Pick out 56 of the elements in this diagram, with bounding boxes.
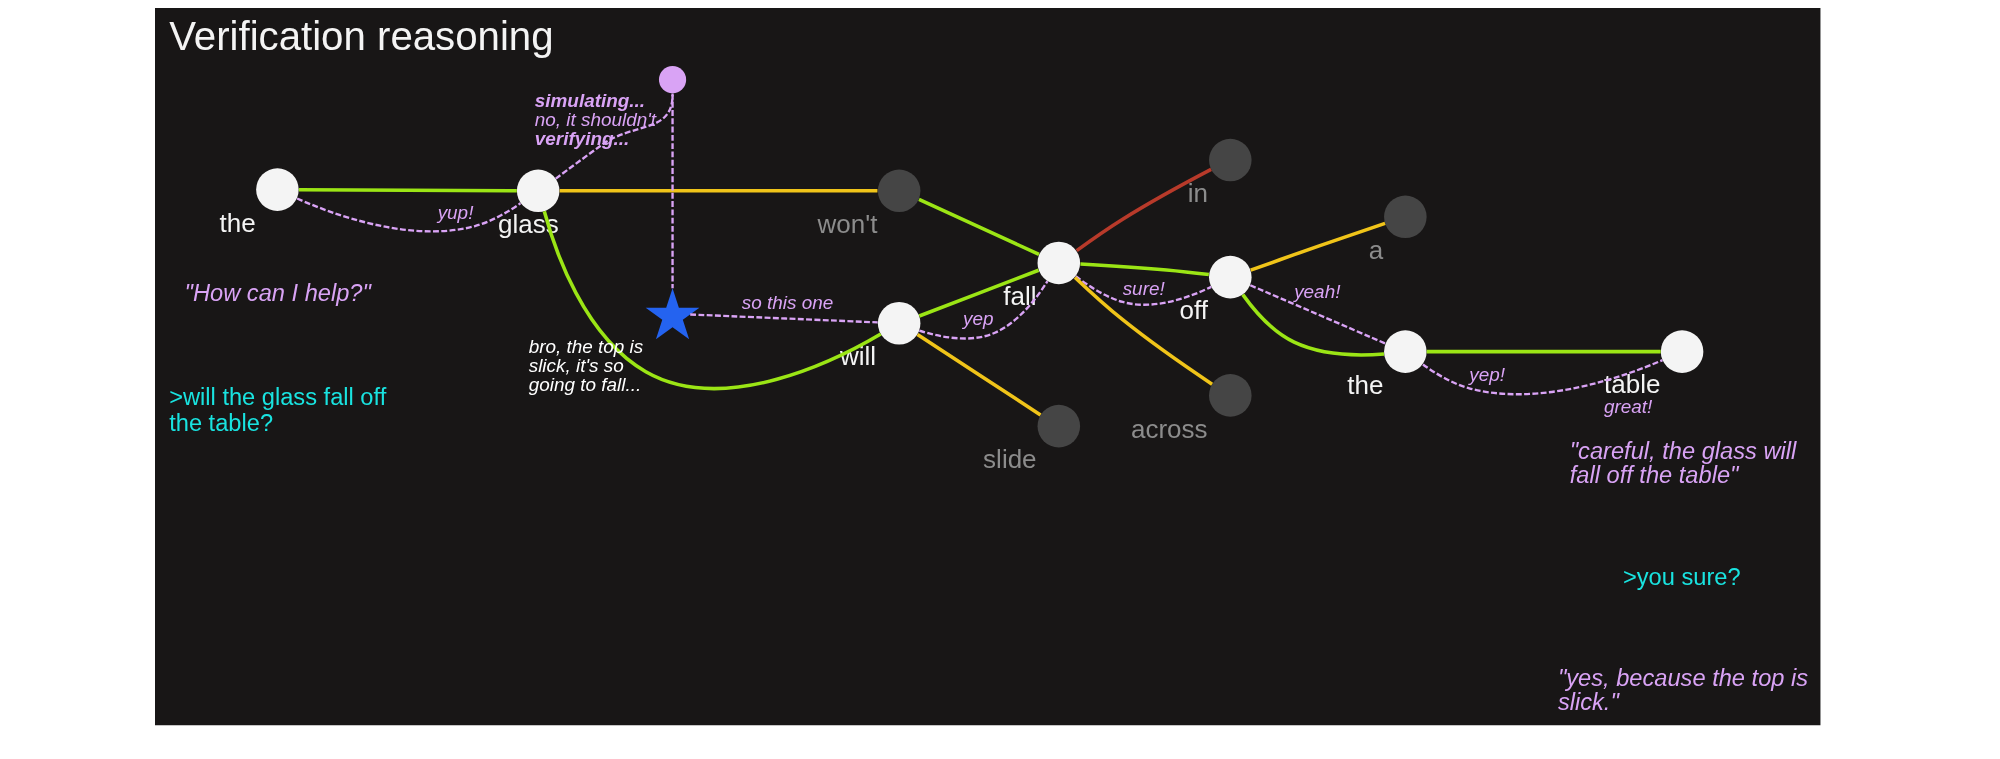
node-circle <box>877 169 920 213</box>
connector <box>918 280 1048 340</box>
edge-label: so this one <box>741 291 833 313</box>
node-circle <box>1383 330 1427 373</box>
connector <box>1249 221 1386 272</box>
node-circle <box>255 168 299 211</box>
node-label: off <box>1178 295 1208 326</box>
label: >you sure? <box>1622 563 1741 590</box>
connector <box>1075 167 1212 252</box>
node-label: the <box>218 207 256 238</box>
node-circle <box>1037 241 1080 285</box>
label: "How can I help?" <box>184 279 371 306</box>
node-label: a <box>1368 234 1383 265</box>
connector <box>1240 293 1384 357</box>
node-label: across <box>1130 413 1208 444</box>
diagram-title: Verification reasoning <box>168 13 554 59</box>
connector <box>1249 284 1386 345</box>
connector <box>1426 349 1661 354</box>
edge-label: sure! <box>1122 277 1165 299</box>
node-circle <box>1037 404 1080 448</box>
node-circle <box>516 169 559 213</box>
node-label: will <box>839 341 876 372</box>
node-badge <box>645 288 699 340</box>
connector <box>1074 275 1212 306</box>
node-label: won't <box>817 208 877 239</box>
connector <box>916 333 1041 417</box>
edge-label: yep! <box>1468 363 1505 385</box>
node-circle <box>1383 195 1427 239</box>
connector <box>542 210 882 391</box>
connector <box>1073 276 1213 386</box>
node-label: in <box>1187 178 1208 209</box>
connector <box>559 189 877 193</box>
label: "careful, the glass will fall off the table" <box>1569 438 1796 488</box>
node-label: fall <box>1002 281 1036 312</box>
edge-label: yep <box>962 308 993 330</box>
connector <box>1421 359 1663 396</box>
connector <box>296 197 521 233</box>
node-label: slide <box>982 444 1037 475</box>
label: "yes, because the top is slick." <box>1557 665 1808 715</box>
connector <box>917 197 1040 256</box>
connector <box>918 268 1039 318</box>
node-circle <box>658 66 686 94</box>
edge-label: yup! <box>437 201 473 223</box>
node-circle <box>877 302 920 345</box>
node-label: the <box>1346 369 1384 400</box>
connector <box>670 93 674 289</box>
edge-label: yeah! <box>1293 281 1340 303</box>
node-circle <box>1208 374 1252 417</box>
label: >will the glass fall off the table? <box>168 383 386 436</box>
connector <box>1079 262 1209 277</box>
node-circle <box>1208 255 1252 299</box>
node-label: simulating... <box>534 90 645 112</box>
connector <box>689 313 878 324</box>
node-circle <box>1208 138 1252 182</box>
connector <box>298 187 517 193</box>
node-circle <box>1660 330 1703 373</box>
